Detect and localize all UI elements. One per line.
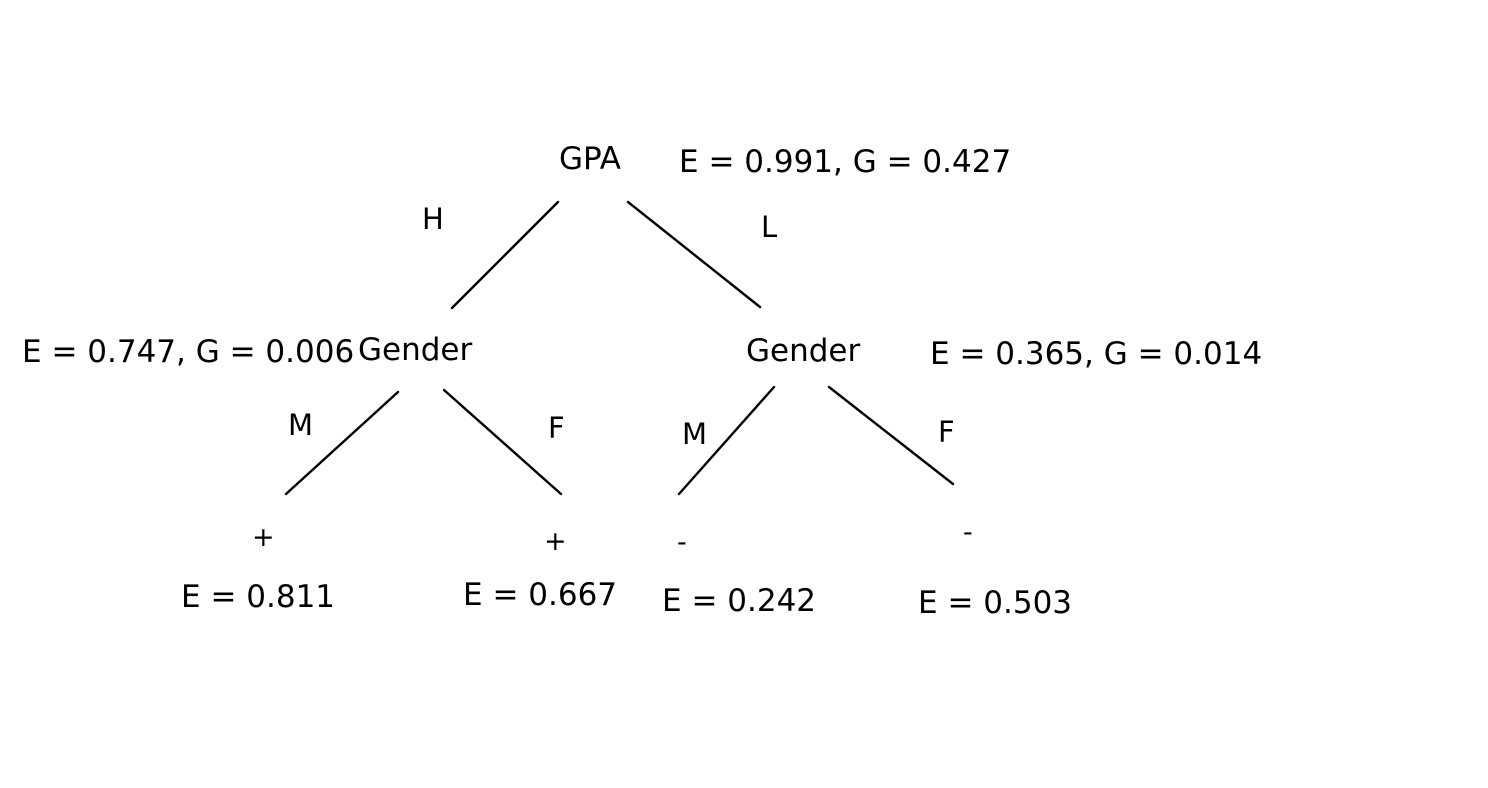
leaf-4-stats: E = 0.503	[918, 585, 1072, 621]
branch-label-leaf-3: M	[682, 417, 707, 451]
leaf-1-class: +	[252, 522, 275, 553]
branch-label-leaf-1: M	[288, 408, 313, 442]
edge-right-to-leaf-4	[827, 385, 955, 486]
leaf-2-stats: E = 0.667	[463, 577, 617, 613]
branch-label-leaf-2: F	[548, 411, 565, 445]
edge-root-to-left	[450, 200, 560, 310]
branch-label-h: H	[422, 202, 444, 236]
edge-left-to-leaf-2	[442, 388, 563, 496]
leaf-4-class: -	[963, 517, 973, 548]
leaf-1-stats: E = 0.811	[181, 579, 335, 615]
root-stats: E = 0.991, G = 0.427	[679, 144, 1011, 180]
leaf-3-class: -	[677, 527, 687, 558]
left-node-label: Gender	[358, 332, 472, 368]
branch-label-l: L	[761, 210, 777, 244]
branch-label-leaf-4: F	[938, 415, 955, 449]
right-node-label: Gender	[746, 333, 860, 369]
root-node-label: GPA	[559, 141, 621, 177]
edge-left-to-leaf-1	[284, 390, 400, 496]
left-node-stats: E = 0.747, G = 0.006	[22, 334, 354, 370]
edge-right-to-leaf-3	[677, 385, 776, 496]
edge-root-to-right	[626, 200, 762, 309]
leaf-2-class: +	[544, 526, 567, 557]
leaf-3-stats: E = 0.242	[662, 583, 816, 619]
right-node-stats: E = 0.365, G = 0.014	[930, 336, 1262, 372]
